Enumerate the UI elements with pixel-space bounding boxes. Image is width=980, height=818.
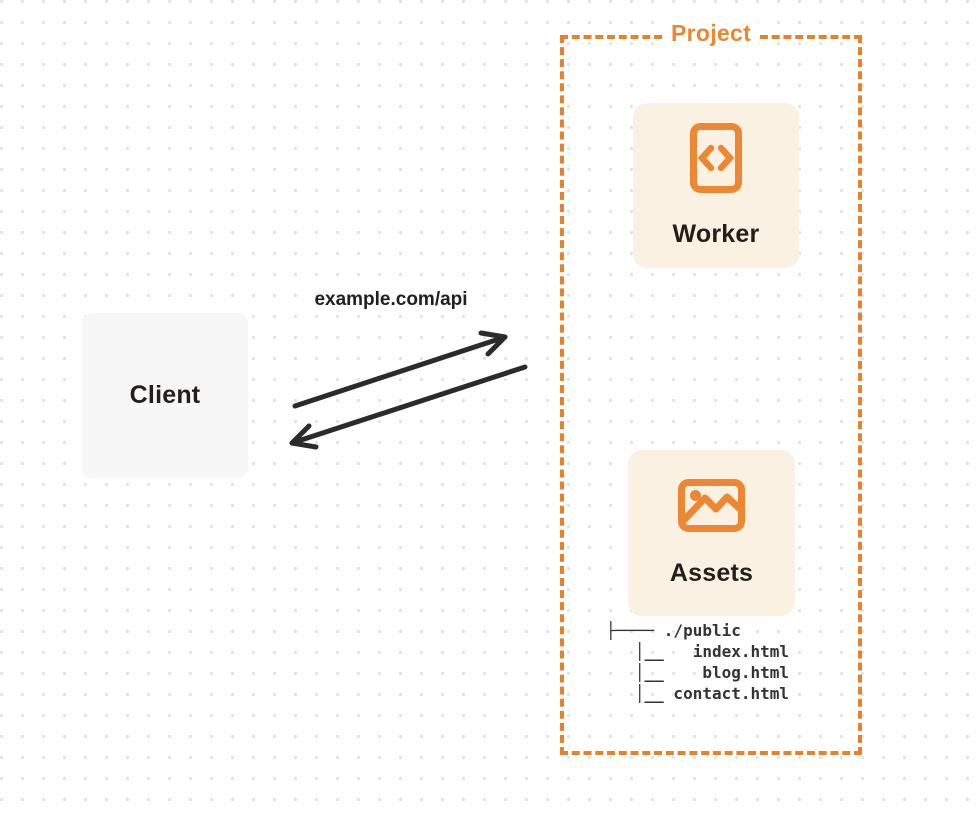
file-tree: ├──── ./public │__ index.html │__ blog.h…: [606, 620, 789, 704]
assets-node[interactable]: Assets: [628, 450, 795, 616]
code-file-icon: [690, 122, 742, 193]
assets-label: Assets: [669, 558, 754, 587]
request-arrowhead: [478, 330, 508, 357]
file-tree-item: │__ contact.html: [606, 684, 790, 703]
file-tree-item: │__ index.html: [606, 642, 790, 661]
response-arrow-line: [289, 364, 528, 446]
image-icon: [678, 478, 745, 532]
client-label: Client: [129, 381, 201, 409]
file-tree-item: │__ blog.html: [606, 663, 790, 682]
worker-node[interactable]: Worker: [633, 103, 799, 268]
file-tree-root: ├──── ./public: [606, 621, 741, 640]
request-url-label: example.com/api: [314, 289, 468, 310]
project-label-wrap: Project: [560, 20, 862, 47]
client-node[interactable]: Client: [82, 313, 248, 478]
request-arrow-line: [292, 334, 508, 409]
response-arrowhead: [289, 423, 319, 450]
worker-label: Worker: [672, 219, 760, 248]
project-label: Project: [663, 20, 759, 47]
